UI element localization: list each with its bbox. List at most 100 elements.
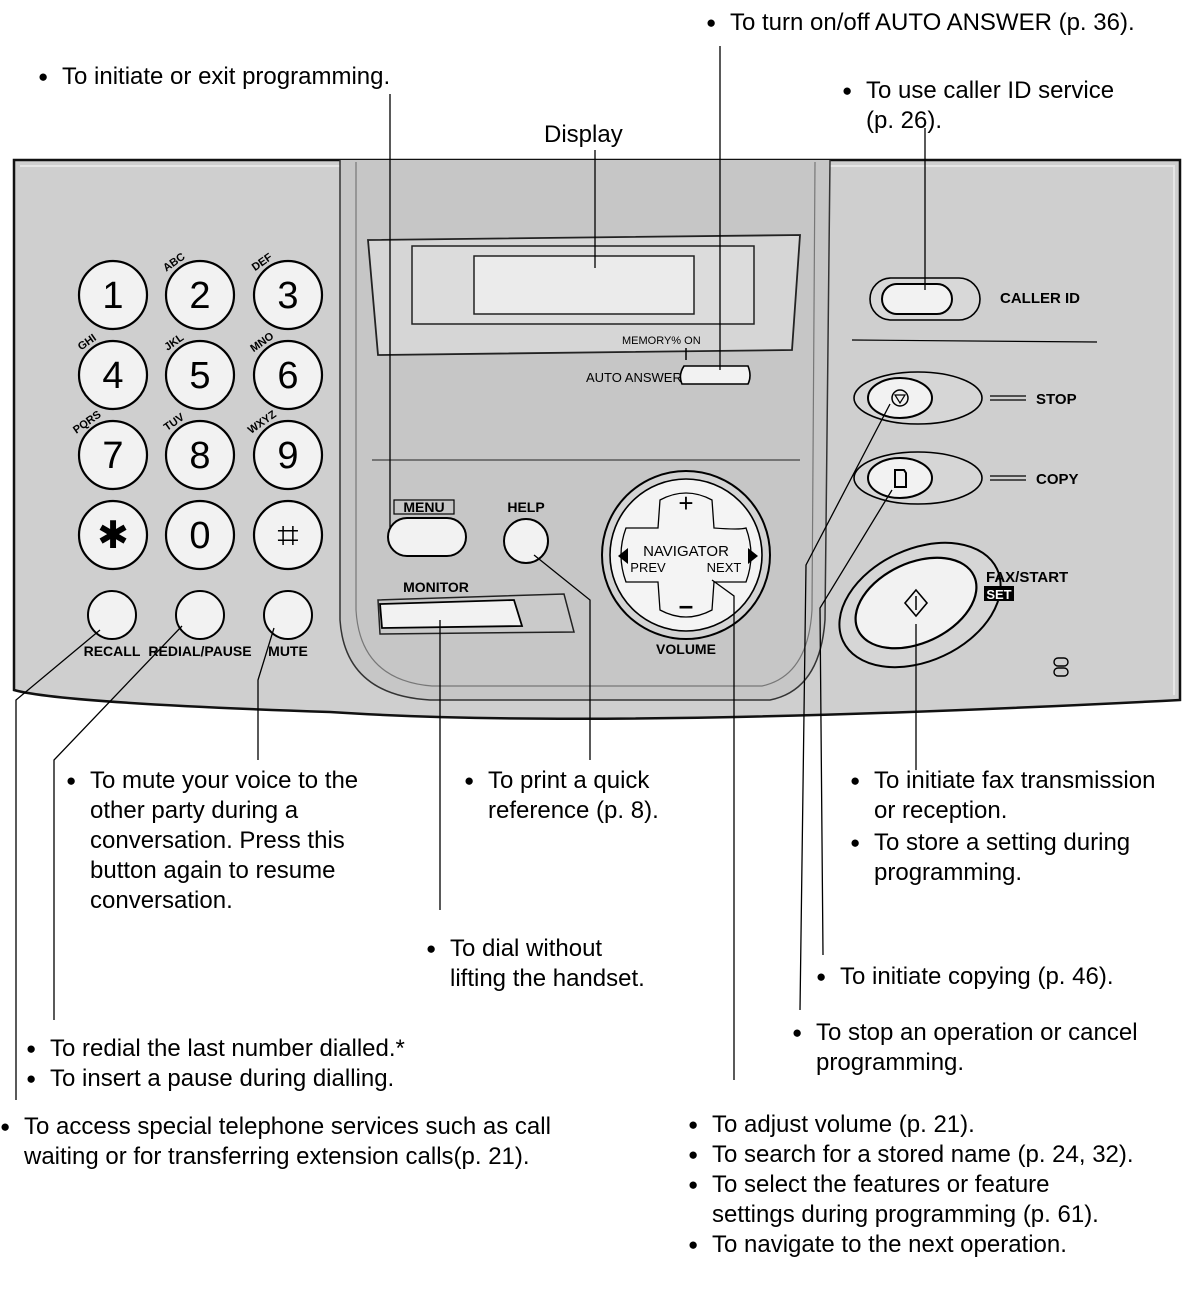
- annotation-line: To initiate or exit programming.: [36, 62, 390, 92]
- annotation-line: conversation.: [90, 887, 233, 914]
- stop-icon: [891, 389, 909, 407]
- annotation-fax-1: To initiate fax transmission or receptio…: [848, 766, 1155, 826]
- annotation-line: To stop an operation or cancel: [790, 1018, 1138, 1048]
- help-label: HELP: [507, 499, 544, 515]
- next-label: NEXT: [707, 560, 742, 575]
- annotation-line: To store a setting during: [848, 828, 1130, 858]
- annotation-fax-2: To store a setting during programming.: [848, 828, 1130, 888]
- keypad-key-7[interactable]: [77, 419, 149, 491]
- redial-pause-button[interactable]: [175, 590, 225, 640]
- monitor-button[interactable]: [379, 599, 524, 629]
- display-label: Display: [544, 121, 623, 148]
- keypad-digit: 6: [277, 355, 298, 397]
- annotation-line: conversation. Press this: [90, 827, 345, 854]
- keypad-digit: 0: [189, 515, 210, 557]
- copy-button[interactable]: [867, 457, 933, 499]
- keypad-key-11[interactable]: [164, 499, 236, 571]
- annotation-monitor: To dial without lifting the handset.: [424, 934, 645, 994]
- keypad-key-6[interactable]: [252, 339, 324, 411]
- keypad-digit: 2: [189, 275, 210, 317]
- annotation-line: To select the features or feature: [686, 1170, 1099, 1200]
- leader-redial: [53, 625, 183, 1020]
- caller-id-button[interactable]: [881, 283, 953, 315]
- annotation-line: programming.: [816, 1049, 965, 1076]
- volume-down-icon[interactable]: –: [679, 590, 693, 620]
- keypad-key-3[interactable]: [252, 259, 324, 331]
- annotation-line: To turn on/off AUTO ANSWER (p. 36).: [704, 8, 1135, 38]
- annotation-line: To print a quick: [462, 766, 659, 796]
- leader-mute: [257, 627, 275, 760]
- keypad-key-9[interactable]: [252, 419, 324, 491]
- auto-answer-label: AUTO ANSWER: [586, 370, 682, 385]
- annotation-navigator-4: To navigate to the next operation.: [686, 1230, 1067, 1260]
- leader-stop: [799, 403, 891, 1011]
- annotation-line: waiting or for transferring extension ca…: [24, 1143, 530, 1170]
- leader-navigator: [711, 579, 735, 1080]
- set-label-box: [984, 586, 1014, 601]
- help-button[interactable]: [503, 518, 549, 564]
- prev-arrow-icon[interactable]: [618, 548, 628, 564]
- annotation-programming: To initiate or exit programming.: [36, 62, 390, 92]
- copy-icon: [894, 469, 907, 488]
- annotation-navigator-2: To search for a stored name (p. 24, 32).: [686, 1140, 1134, 1170]
- annotation-line: settings during programming (p. 61).: [712, 1201, 1099, 1228]
- annotation-line: (p. 26).: [866, 107, 943, 134]
- keypad-digit: ⌗: [277, 515, 298, 557]
- annotation-line: To insert a pause during dialling.: [24, 1064, 394, 1094]
- annotation-redial-2: To insert a pause during dialling.: [24, 1064, 394, 1094]
- keypad-key-12[interactable]: [252, 499, 324, 571]
- keypad-digit: 7: [102, 435, 123, 477]
- annotation-line: To search for a stored name (p. 24, 32).: [686, 1140, 1134, 1170]
- stop-label: STOP: [1036, 391, 1077, 408]
- caller-id-label: CALLER ID: [1000, 290, 1080, 307]
- annotation-line: or reception.: [874, 797, 1008, 824]
- annotation-help: To print a quick reference (p. 8).: [462, 766, 659, 826]
- annotation-line: button again to resume: [90, 857, 336, 884]
- keypad-digit: 3: [277, 275, 298, 317]
- annotation-navigator-1: To adjust volume (p. 21).: [686, 1110, 975, 1140]
- keypad-key-4[interactable]: [77, 339, 149, 411]
- annotation-line: To use caller ID service: [840, 76, 1114, 106]
- menu-button[interactable]: [387, 517, 467, 557]
- annotation-line: To initiate copying (p. 46).: [814, 962, 1113, 992]
- navigator-label: NAVIGATOR: [643, 543, 729, 560]
- navigator-dial[interactable]: [609, 478, 763, 632]
- annotation-recall: To access special telephone services suc…: [0, 1112, 551, 1172]
- menu-label-box: [393, 499, 455, 515]
- mute-label: MUTE: [268, 643, 308, 659]
- leader-lines: [15, 46, 926, 1100]
- keypad-key-5[interactable]: [164, 339, 236, 411]
- annotation-line: other party during a: [90, 797, 299, 824]
- stop-button[interactable]: [867, 377, 933, 419]
- keypad-key-8[interactable]: [164, 419, 236, 491]
- annotation-stop: To stop an operation or cancel programmi…: [790, 1018, 1138, 1078]
- annotation-line: To dial without: [424, 934, 645, 964]
- annotation-line: To navigate to the next operation.: [686, 1230, 1067, 1260]
- mute-button[interactable]: [263, 590, 313, 640]
- next-arrow-icon[interactable]: [748, 548, 758, 564]
- copy-label: COPY: [1036, 471, 1079, 488]
- recall-button[interactable]: [87, 590, 137, 640]
- fax-start-label: FAX/START: [986, 569, 1068, 586]
- volume-up-icon[interactable]: +: [678, 488, 693, 518]
- annotation-copy: To initiate copying (p. 46).: [814, 962, 1113, 992]
- keypad-digit: 8: [189, 435, 210, 477]
- menu-label: MENU: [403, 499, 444, 515]
- keypad-key-1[interactable]: [77, 259, 149, 331]
- keypad-key-2[interactable]: [164, 259, 236, 331]
- annotation-line: To adjust volume (p. 21).: [686, 1110, 975, 1140]
- leader-help: [533, 554, 591, 760]
- keypad-digit: 5: [189, 355, 210, 397]
- auto-answer-button[interactable]: [679, 365, 751, 385]
- annotation-line: lifting the handset.: [450, 965, 645, 992]
- keypad-key-10[interactable]: [77, 499, 149, 571]
- fax-start-icon: [903, 588, 929, 618]
- set-label: SET: [986, 587, 1011, 602]
- annotation-redial-1: To redial the last number dialled.*: [24, 1034, 405, 1064]
- annotation-auto-answer: To turn on/off AUTO ANSWER (p. 36).: [704, 8, 1135, 38]
- annotation-caller-id: To use caller ID service (p. 26).: [840, 76, 1114, 136]
- leader-recall: [15, 629, 101, 1100]
- keypad-digit: 1: [102, 275, 123, 317]
